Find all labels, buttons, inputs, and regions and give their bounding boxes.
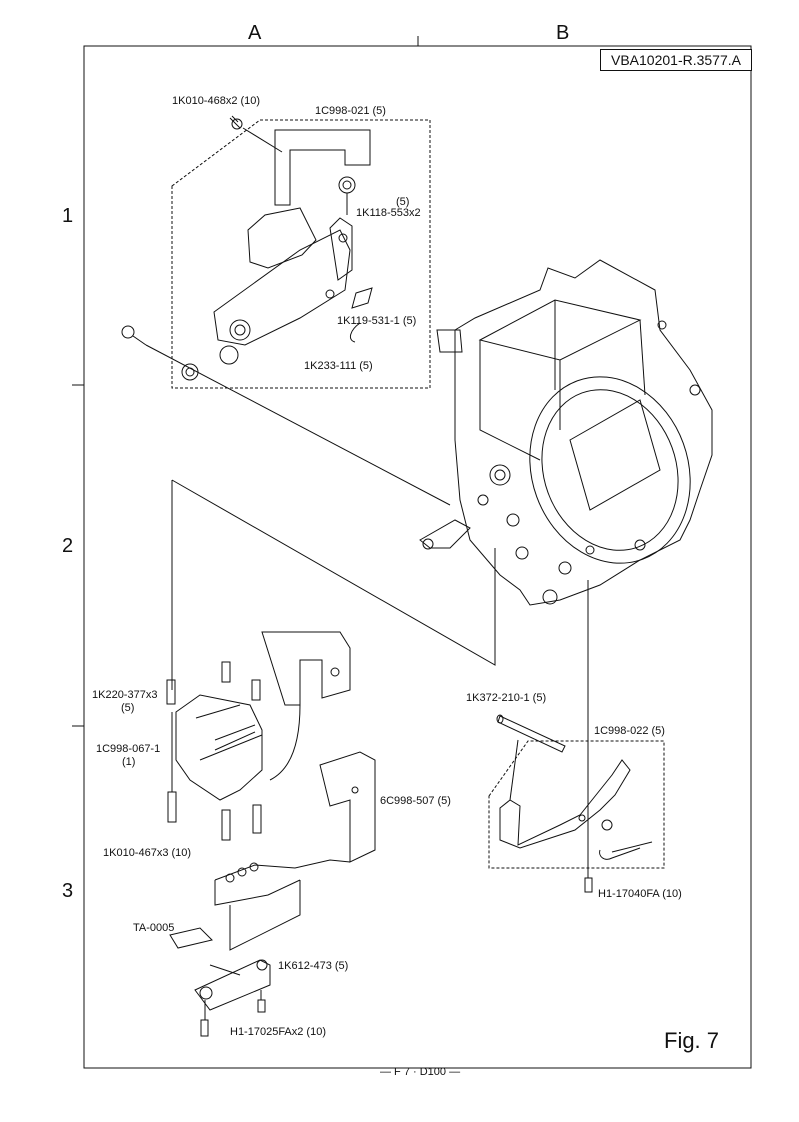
shaft-1k372-210 — [496, 714, 566, 753]
label-1k010-468: 1K010-468x2 (10) — [172, 95, 261, 107]
label-1k233-111: 1K233-111 (5) — [304, 360, 373, 372]
column-label-b: B — [556, 22, 570, 44]
subassembly-box-mirror-motor — [171, 119, 431, 389]
label-1k220-qty: (5) — [121, 702, 135, 714]
label-h1-17025: H1-17025FAx2 (10) — [230, 1026, 326, 1038]
label-ta-0005: TA-0005 — [133, 922, 175, 934]
row-label-3: 3 — [62, 880, 74, 902]
bracket-6c998-507 — [214, 751, 376, 951]
mirror-box-body — [419, 259, 713, 606]
label-1c998-022: 1C998-022 (5) — [594, 725, 665, 737]
label-1c998-021: 1C998-021 (5) — [315, 105, 386, 117]
solenoid-assembly — [166, 631, 351, 841]
figure-label: Fig. 7 — [664, 1028, 720, 1053]
label-1k118-qty: (5) — [396, 196, 410, 208]
leader-lines-assembly-2 — [171, 479, 496, 666]
row-label-1: 1 — [62, 205, 74, 227]
column-label-a: A — [248, 22, 262, 44]
subassembly-box-1c998-022 — [488, 740, 665, 869]
label-1c998-067: 1C998-067-1 — [96, 743, 161, 755]
label-1k010-467: 1K010-467x3 (10) — [103, 847, 192, 859]
row-label-2: 2 — [62, 535, 74, 557]
mirror-drive-assembly — [121, 115, 373, 381]
label-1k612-473: 1K612-473 (5) — [278, 960, 349, 972]
plate-1k612-473 — [194, 959, 271, 1011]
label-6c998-507: 6C998-507 (5) — [380, 795, 451, 807]
drawing-code: VBA10201-R.3577.A — [600, 49, 752, 71]
lever-1c998-022 — [499, 759, 653, 860]
label-1k372-210: 1K372-210-1 (5) — [466, 692, 547, 704]
label-1c998-067-qty: (1) — [122, 756, 136, 768]
tape-ta-0005 — [169, 927, 213, 949]
label-1k119-531: 1K119-531-1 (5) — [337, 315, 417, 327]
label-1k118-553: 1K118-553x2 — [356, 207, 421, 219]
drawing-frame — [83, 45, 752, 1069]
label-h1-17040: H1-17040FA (10) — [598, 888, 682, 900]
page-footer: — F 7 · D100 — — [380, 1066, 461, 1078]
label-1k220-377: 1K220-377x3 — [92, 689, 158, 701]
